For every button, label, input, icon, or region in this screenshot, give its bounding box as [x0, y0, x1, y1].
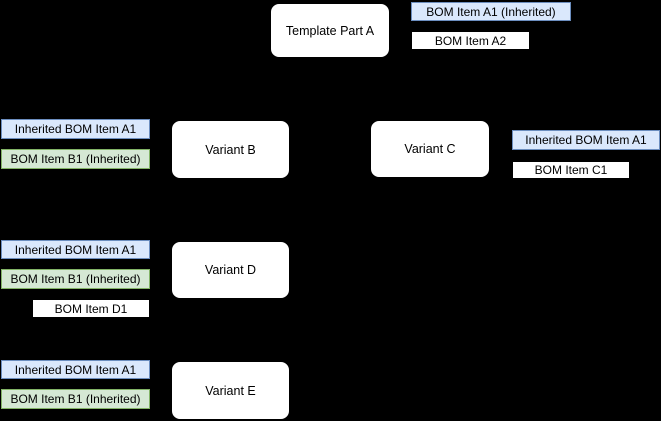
bom-item-a1-inherited-tag: BOM Item A1 (Inherited): [411, 2, 571, 21]
node-variant-c: Variant C: [370, 120, 490, 178]
variant-d-bom-item-d1-tag: BOM Item D1: [32, 299, 150, 318]
variant-b-bom-item-b1-inherited-tag: BOM Item B1 (Inherited): [1, 149, 150, 169]
variant-c-inherited-bom-item-a1-tag: Inherited BOM Item A1: [512, 130, 660, 150]
variant-d-bom-item-b1-inherited-tag: BOM Item B1 (Inherited): [1, 269, 150, 289]
node-variant-e: Variant E: [171, 361, 290, 420]
variant-e-bom-item-b1-inherited-tag: BOM Item B1 (Inherited): [1, 389, 150, 409]
variant-b-inherited-bom-item-a1-tag: Inherited BOM Item A1: [1, 119, 150, 139]
variant-d-inherited-bom-item-a1-tag: Inherited BOM Item A1: [1, 240, 150, 259]
variant-c-bom-item-c1-tag: BOM Item C1: [512, 161, 630, 179]
node-variant-d: Variant D: [171, 241, 290, 299]
node-variant-b: Variant B: [171, 120, 290, 179]
node-template-part-a: Template Part A: [270, 3, 390, 58]
bom-item-a2-tag: BOM Item A2: [411, 31, 530, 50]
variant-e-inherited-bom-item-a1-tag: Inherited BOM Item A1: [1, 360, 150, 379]
